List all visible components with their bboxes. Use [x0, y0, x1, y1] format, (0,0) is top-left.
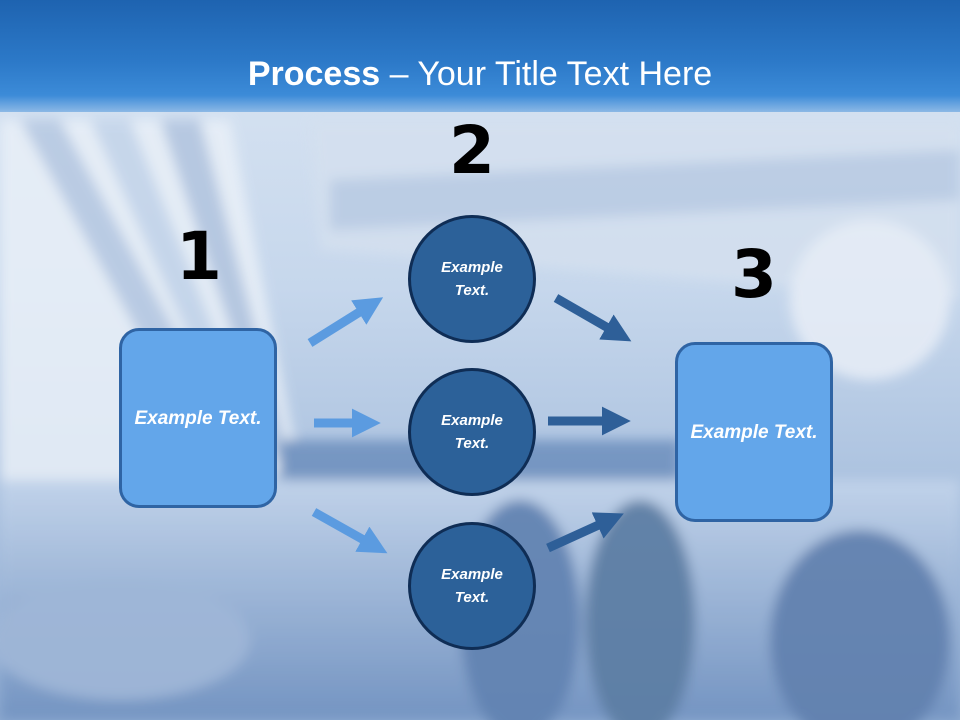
step-1-label: Example Text. — [134, 407, 262, 429]
step-3-box: Example Text. — [675, 342, 833, 522]
step-3-label: Example Text. — [690, 421, 818, 443]
step-1-box: Example Text. — [119, 328, 277, 508]
title-bar — [0, 0, 960, 112]
slide-title: Process – Your Title Text Here — [0, 52, 960, 96]
step-2-circle-middle: Example Text. — [408, 368, 536, 496]
step-2-circle-top: Example Text. — [408, 215, 536, 343]
step-2-circle-bottom: Example Text. — [408, 522, 536, 650]
step-2-bottom-label: Example Text. — [441, 566, 503, 606]
step-number-2: 2 — [449, 112, 495, 189]
step-number-1: 1 — [176, 218, 222, 295]
step-2-top-label: Example Text. — [441, 259, 503, 299]
title-rest: – Your Title Text Here — [380, 55, 713, 93]
step-2-middle-label: Example Text. — [441, 412, 503, 452]
step-number-3: 3 — [731, 236, 777, 313]
title-bold: Process — [247, 55, 381, 93]
